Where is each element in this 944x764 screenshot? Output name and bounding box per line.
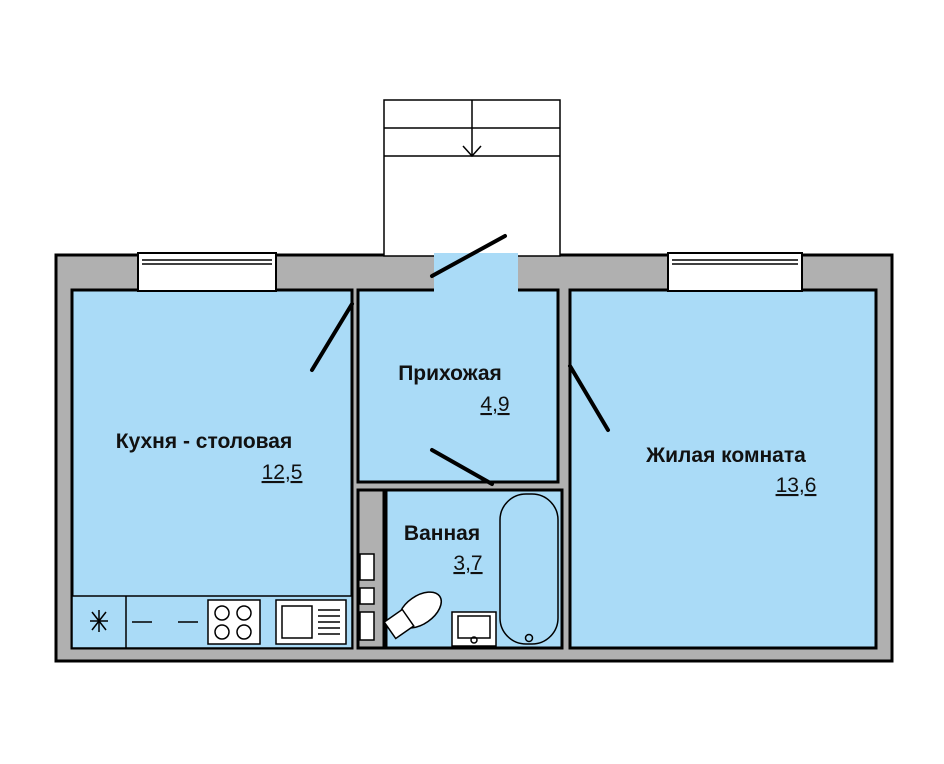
sink-icon (275, 599, 347, 645)
stove-icon (207, 599, 261, 645)
entrance-arrow-icon (383, 99, 561, 293)
room-name: Ванная (404, 522, 480, 545)
door-icon (310, 234, 610, 486)
window-icon (137, 252, 803, 292)
room-area: 13,6 (776, 474, 817, 497)
room-name: Жилая комната (645, 444, 806, 467)
ventilation-icon (90, 610, 108, 632)
bathtub-icon (499, 493, 559, 645)
bath-shaft (359, 553, 375, 641)
room-name: Прихожая (398, 362, 502, 385)
living-floor (568, 288, 878, 650)
room-area: 3,7 (453, 552, 482, 575)
room-floors (70, 288, 878, 650)
kitchen-floor (70, 288, 354, 650)
room-label-living: Жилая комната 13,6 (645, 444, 816, 497)
room-area: 4,9 (480, 393, 509, 416)
hall-floor (356, 288, 560, 484)
room-area: 12,5 (262, 461, 303, 484)
room-label-kitchen: Кухня - столовая 12,5 (116, 430, 303, 484)
toilet-icon (383, 591, 497, 647)
room-name: Кухня - столовая (116, 430, 292, 453)
room-label-hall: Прихожая 4,9 (398, 362, 509, 416)
room-label-bath: Ванная 3,7 (404, 522, 483, 575)
